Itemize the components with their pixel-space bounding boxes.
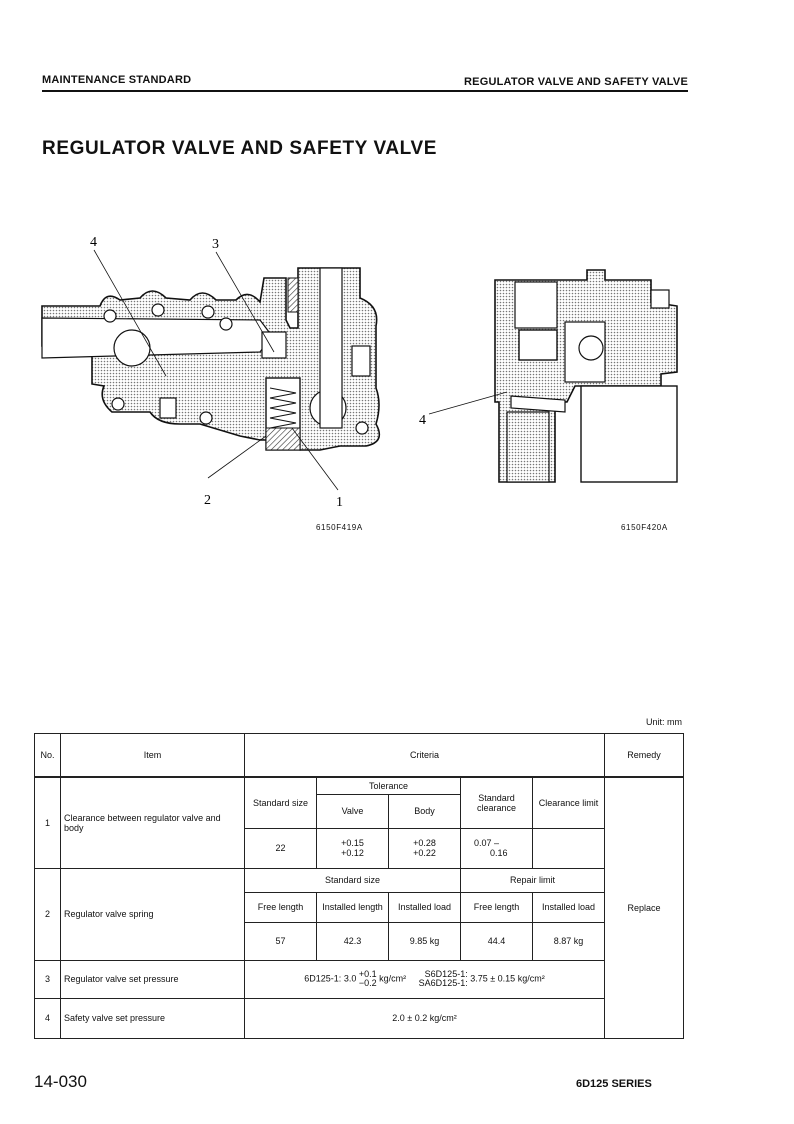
row1-clearance-limit-label: Clearance limit — [532, 776, 605, 829]
row2-repair-installed-load-label: Installed load — [532, 891, 605, 923]
row2-item: Regulator valve spring — [60, 867, 245, 961]
row3-no: 3 — [34, 959, 61, 999]
row1-std-size-label: Standard size — [244, 776, 317, 829]
header-section-label: MAINTENANCE STANDARD — [42, 74, 192, 86]
header-rule — [42, 90, 688, 92]
row1-no: 1 — [34, 776, 61, 869]
row1-std-clearance-label: Standard clearance — [460, 776, 533, 829]
unit-label: Unit: mm — [646, 717, 682, 727]
row2-installed-load: 9.85 kg — [388, 921, 461, 961]
page-title: REGULATOR VALVE AND SAFETY VALVE — [42, 138, 438, 159]
header-topic-label: REGULATOR VALVE AND SAFETY VALVE — [464, 76, 688, 88]
row3-value-b: 3.75 ± 0.15 kg/cm² — [470, 973, 545, 984]
row2-repair-free-length-label: Free length — [460, 891, 533, 923]
row3-tol-hi: +0.1 — [358, 969, 377, 979]
row1-std-clearance-b: 0.16 — [490, 848, 508, 858]
row1-item: Clearance between regulator valve and bo… — [60, 776, 245, 869]
row2-repair-installed-load: 8.87 kg — [532, 921, 605, 961]
row2-free-length-label: Free length — [244, 891, 317, 923]
row3-tolerance: +0.1 −0.2 — [359, 970, 377, 988]
row1-valve-tol-hi: +0.15 — [341, 838, 364, 848]
figure-code-right: 6150F420A — [621, 523, 668, 532]
callout-3: 3 — [212, 237, 219, 252]
row4-no: 4 — [34, 997, 61, 1039]
row2-no: 2 — [34, 867, 61, 961]
remedy-cell: Replace — [604, 776, 684, 1039]
row1-body-label: Body — [388, 793, 461, 829]
callout-4: 4 — [90, 235, 97, 250]
header-no: No. — [34, 733, 61, 778]
row2-installed-length: 42.3 — [316, 921, 389, 961]
row3-unit-a: kg/cm² — [379, 973, 407, 984]
row1-valve-label: Valve — [316, 793, 389, 829]
row2-free-length: 57 — [244, 921, 317, 961]
row2-std-size-label: Standard size — [244, 867, 461, 893]
row1-body-tol-hi: +0.28 — [413, 838, 436, 848]
row1-body-tol-lo: +0.22 — [413, 848, 436, 858]
row1-tolerance-label: Tolerance — [316, 776, 461, 795]
row3-tol-lo: −0.2 — [358, 978, 377, 988]
callout-4-safety: 4 — [419, 413, 426, 428]
header-item: Item — [60, 733, 245, 778]
row4-item: Safety valve set pressure — [60, 997, 245, 1039]
row1-std-size: 22 — [244, 827, 317, 869]
callout-2: 2 — [204, 493, 211, 508]
row3-models-b: S6D125-1: SA6D125-1: — [419, 970, 468, 988]
row3-item: Regulator valve set pressure — [60, 959, 245, 999]
row3-model-a: 6D125-1: — [304, 973, 342, 984]
row3-value-a: 3.0 — [343, 973, 357, 984]
row1-std-clearance: 0.07 – 0.16 — [460, 827, 533, 869]
page-number: 14-030 — [34, 1072, 87, 1091]
series-label: 6D125 SERIES — [576, 1078, 652, 1090]
row2-repair-limit-label: Repair limit — [460, 867, 605, 893]
row1-body-tolerance: +0.28 +0.22 — [388, 827, 461, 869]
header-remedy: Remedy — [604, 733, 684, 778]
figure-code-left: 6150F419A — [316, 523, 363, 532]
row3-criteria: 6D125-1: 3.0 +0.1 −0.2 kg/cm² S6D125-1: … — [244, 959, 605, 999]
row1-std-clearance-a: 0.07 – — [474, 838, 500, 848]
regulator-valve-figure: 4 3 2 1 — [41, 235, 381, 510]
safety-valve-figure: 4 — [419, 269, 678, 483]
row2-installed-length-label: Installed length — [316, 891, 389, 923]
callout-1: 1 — [336, 495, 343, 510]
row2-repair-free-length: 44.4 — [460, 921, 533, 961]
row1-valve-tolerance: +0.15 +0.12 — [316, 827, 389, 869]
row1-clearance-limit — [532, 827, 605, 869]
header-criteria: Criteria — [244, 733, 605, 778]
row1-valve-tol-lo: +0.12 — [341, 848, 364, 858]
maintenance-spec-table: No. Item Criteria Remedy 1 Clearance bet… — [34, 733, 684, 1039]
row2-installed-load-label: Installed load — [388, 891, 461, 923]
row3-model-b1: S6D125-1: — [424, 969, 468, 979]
row4-criteria: 2.0 ± 0.2 kg/cm² — [244, 997, 605, 1039]
row3-model-b2: SA6D125-1: — [418, 978, 468, 988]
